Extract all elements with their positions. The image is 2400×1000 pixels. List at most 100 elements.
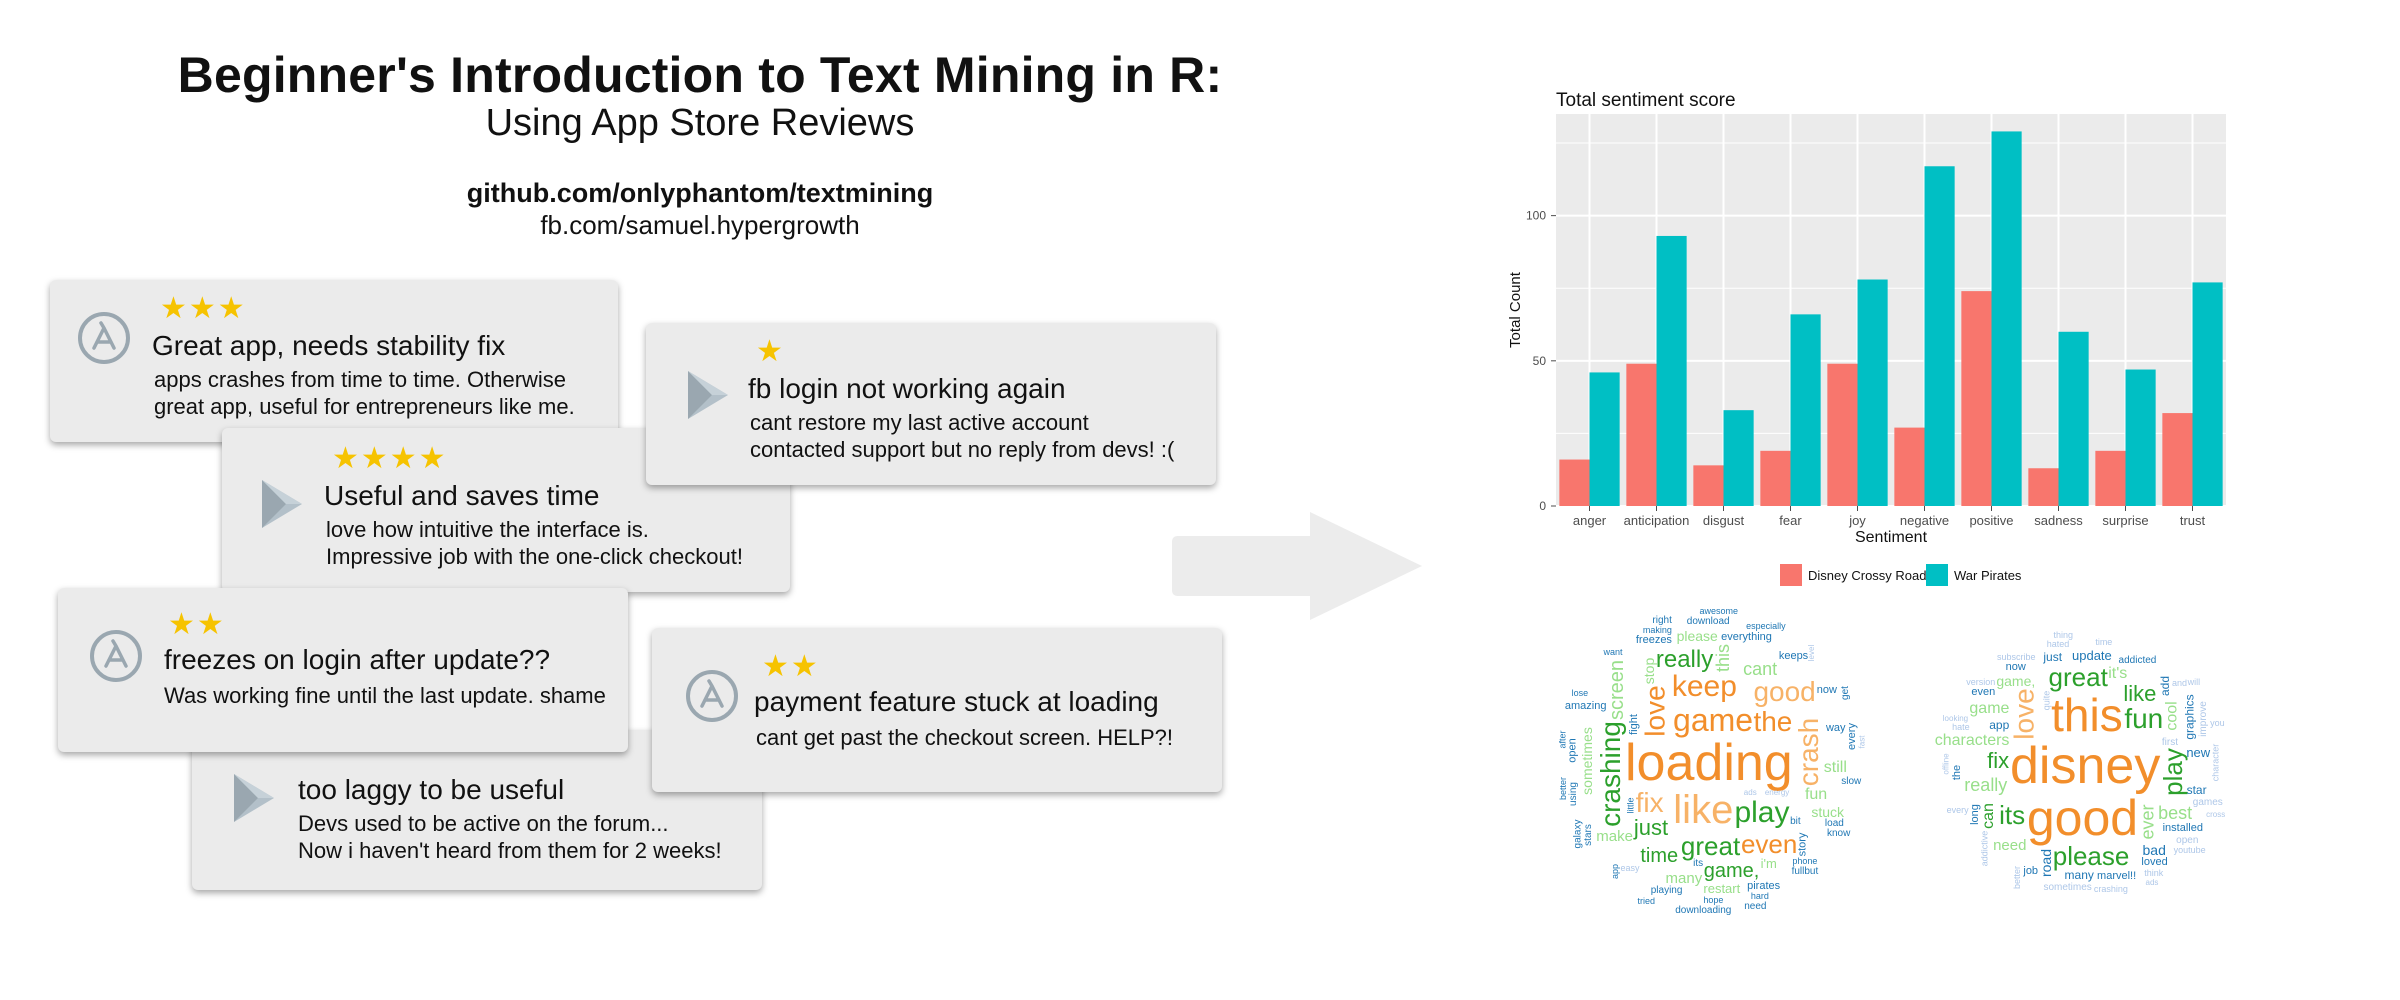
word-cloud-word: graphics [2182,693,2197,740]
word-cloud-word: play [1734,796,1790,830]
word-cloud-word: fullbut [1791,866,1819,878]
review-card[interactable]: ★ fb login not working again cant restor… [646,323,1216,485]
x-tick-label: surprise [2102,513,2148,528]
word-cloud-word: best [2158,803,2193,824]
review-body-line: contacted support but no reply from devs… [750,437,1175,462]
word-cloud-word: update [2072,648,2112,664]
app-store-icon [76,310,132,366]
word-cloud-word: disney [2010,737,2161,795]
word-cloud-word: and [2171,678,2187,688]
legend-swatch [1926,564,1948,586]
word-cloud-word: phone [1792,855,1818,866]
word-cloud-word: this [2051,689,2123,742]
bar [1961,291,1992,506]
word-cloud-word: think [2144,867,2164,878]
play-store-icon [678,367,734,423]
review-body-line: great app, useful for entrepreneurs like… [154,394,575,419]
word-cloud-word: game [1673,702,1754,739]
review-card[interactable]: ★★ payment feature stuck at loading cant… [652,628,1222,792]
word-cloud-word: lose [1571,688,1589,699]
word-cloud-word: story [1796,832,1808,857]
word-cloud-word: bad [2142,841,2166,858]
word-cloud-word: offline [1941,753,1951,775]
review-body-line: Was working fine until the last update. … [164,683,606,708]
word-cloud-word: good [1753,676,1816,708]
bar [2192,282,2223,506]
bar [2162,413,2193,506]
word-cloud-word: game [1969,699,2010,717]
x-tick-label: anger [1573,513,1607,528]
word-cloud-word: want [1603,646,1623,657]
word-cloud-word: new [2186,744,2211,760]
bar [2125,369,2156,506]
word-cloud-word: amazing [1564,700,1607,713]
word-cloud-word: addicted [2118,654,2157,666]
word-cloud-word: way [1825,722,1846,735]
review-card[interactable]: ★★★ Great app, needs stability fix apps … [50,280,618,442]
word-cloud-word: right [1652,614,1672,626]
bar [1760,450,1791,506]
word-cloud-word: fun [2124,703,2164,735]
word-cloud-word: sometimes [1578,727,1595,796]
review-body-line: cant restore my last active account [750,410,1089,435]
word-cloud-word: subscribe [1997,651,2036,662]
word-cloud-word: improve [2197,701,2209,738]
word-cloud-word: download [1686,615,1730,627]
x-tick-label: anticipation [1624,513,1690,528]
y-axis-label: Total Count [1507,271,1524,348]
bar [1827,363,1858,506]
word-cloud-word: open [1566,737,1579,763]
legend-label: Disney Crossy Road [1808,568,1927,583]
review-body-line: Now i haven't heard from them for 2 week… [298,838,722,863]
word-cloud-word: road [2037,848,2054,878]
facebook-link[interactable]: fb.com/samuel.hypergrowth [540,210,860,240]
word-cloud-word: make [1596,827,1633,845]
word-cloud-word: cross [2206,809,2226,819]
review-card[interactable]: ★★ freezes on login after update?? Was w… [58,588,628,752]
word-cloud-word: fix [1987,747,2010,773]
word-cloud-word: thing [2053,629,2073,640]
review-body: Devs used to be active on the forum... N… [298,810,722,864]
star-rating: ★★ [762,650,820,683]
word-cloud-word: marvel!! [2097,870,2137,883]
word-cloud-word: cant [1743,658,1778,679]
word-cloud-word: i'm [1760,855,1777,871]
bar [1656,235,1687,506]
review-body-line: Impressive job with the one-click checko… [326,544,743,569]
x-tick-label: trust [2180,513,2206,528]
word-cloud-word: love [2008,688,2040,741]
word-cloud-word: bit [1790,815,1801,827]
right-arrow-icon [1172,512,1422,620]
word-cloud-word: get [1839,686,1851,701]
review-body-line: Devs used to be active on the forum... [298,811,669,836]
word-cloud-word: ads [2145,878,2159,888]
review-title: Useful and saves time [324,480,600,511]
word-cloud-word: fight [1627,714,1640,735]
review-card[interactable]: ★ too laggy to be useful Devs used to be… [192,724,762,890]
word-cloud-word: app [1609,863,1620,879]
word-cloud-word: playing [1650,885,1683,897]
review-body: love how intuitive the interface is. Imp… [326,516,743,570]
word-cloud-word: tried [1637,896,1656,907]
review-title: fb login not working again [748,373,1066,404]
word-cloud-word: sometimes [2043,881,2092,893]
review-body-line: apps crashes from time to time. Otherwis… [154,367,567,392]
word-cloud-word: using [1567,781,1579,806]
word-cloud-word: installed [2162,821,2203,834]
bar [1626,363,1657,506]
app-store-icon [684,668,740,724]
star-rating: ★ [756,335,785,368]
word-cloud-word: character [2210,743,2221,782]
x-tick-label: negative [1900,513,1949,528]
word-cloud-word: crash [1793,718,1825,787]
word-cloud-word: youtube [2173,845,2206,856]
word-cloud-word: game, [1703,859,1760,882]
github-link[interactable]: github.com/onlyphantom/textmining [466,178,934,208]
word-cloud-word: can [1979,803,1997,830]
bar [1559,459,1590,506]
word-cloud-word: little [1625,797,1636,814]
word-cloud-word: time [1640,845,1679,868]
page-title: Beginner's Introduction to Text Mining i… [177,47,1223,103]
review-body-line: love how intuitive the interface is. [326,517,649,542]
review-body: cant restore my last active account cont… [750,409,1174,463]
